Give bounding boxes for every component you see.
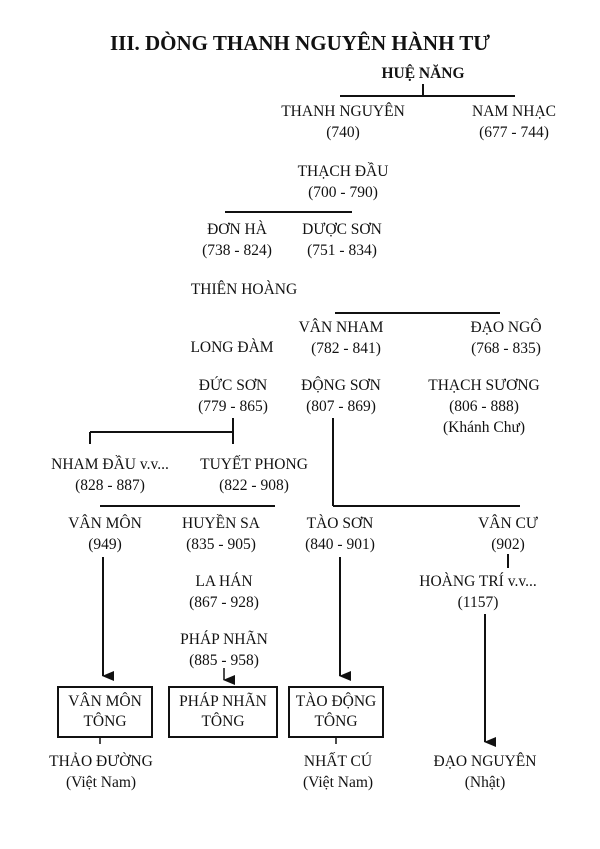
node-nam-nhac-years: (677 - 744) <box>479 124 549 141</box>
node-huyen-sa: HUYỀN SA <box>182 515 260 532</box>
node-don-ha: ĐƠN HÀ <box>207 221 267 238</box>
node-thanh-nguyen: THANH NGUYÊN <box>281 103 405 120</box>
node-duc-son-years: (779 - 865) <box>198 398 268 415</box>
node-duoc-son-years: (751 - 834) <box>307 242 377 259</box>
school-phap-nhan-tong-line1: PHÁP NHÃN <box>179 693 267 710</box>
node-thao-duong-place: (Việt Nam) <box>65 774 137 791</box>
node-tao-son: TÀO SƠN <box>306 515 374 532</box>
diagram-title: III. DÒNG THANH NGUYÊN HÀNH TƯ <box>110 31 490 55</box>
node-dao-ngo: ĐẠO NGÔ <box>470 319 542 336</box>
node-duc-son: ĐỨC SƠN <box>198 377 268 394</box>
node-hoang-tri-years: (1157) <box>457 594 499 611</box>
node-phap-nhan: PHÁP NHÃN <box>180 631 268 648</box>
node-thao-duong: THẢO ĐƯỜNG <box>49 753 153 770</box>
node-la-han: LA HÁN <box>195 573 253 590</box>
node-dao-ngo-years: (768 - 835) <box>471 340 541 357</box>
node-thien-hoang: THIÊN HOÀNG <box>190 281 298 298</box>
node-don-ha-years: (738 - 824) <box>202 242 272 259</box>
node-la-han-years: (867 - 928) <box>189 594 259 611</box>
node-dong-son: ĐỘNG SƠN <box>301 377 381 394</box>
school-box-van-mon-tong: VÂN MÔN TÔNG <box>57 686 153 738</box>
node-nam-nhac: NAM NHẠC <box>472 103 556 120</box>
node-van-cu: VÂN CƯ <box>478 515 538 532</box>
school-tao-dong-tong-line2: TÔNG <box>314 713 358 730</box>
node-van-mon-years: (949) <box>88 536 122 553</box>
node-dong-son-years: (807 - 869) <box>306 398 376 415</box>
school-box-phap-nhan-tong: PHÁP NHÃN TÔNG <box>168 686 278 738</box>
node-nham-dau: NHAM ĐẦU v.v... <box>51 456 169 473</box>
node-thach-suong: THẠCH SƯƠNG <box>428 377 540 394</box>
node-van-nham-years: (782 - 841) <box>311 340 381 357</box>
school-box-tao-dong-tong: TÀO ĐỘNG TÔNG <box>288 686 384 738</box>
node-van-mon: VÂN MÔN <box>68 515 142 532</box>
node-thach-dau: THẠCH ĐẦU <box>297 163 389 180</box>
node-thach-dau-years: (700 - 790) <box>308 184 378 201</box>
node-dao-nguyen: ĐẠO NGUYÊN <box>433 753 537 770</box>
node-long-dam: LONG ĐÀM <box>190 339 274 356</box>
node-van-nham: VÂN NHAM <box>298 319 384 336</box>
school-van-mon-tong-line1: VÂN MÔN <box>68 693 142 710</box>
node-tuyet-phong: TUYẾT PHONG <box>200 456 308 473</box>
school-van-mon-tong-line2: TÔNG <box>83 713 127 730</box>
school-tao-dong-tong-line1: TÀO ĐỘNG <box>295 693 377 710</box>
school-phap-nhan-tong-line2: TÔNG <box>201 713 245 730</box>
node-thach-suong-years: (806 - 888) <box>449 398 519 415</box>
node-tao-son-years: (840 - 901) <box>305 536 375 553</box>
node-nham-dau-years: (828 - 887) <box>75 477 145 494</box>
node-tuyet-phong-years: (822 - 908) <box>219 477 289 494</box>
node-thach-suong-alias: (Khánh Chư) <box>442 419 526 436</box>
node-hoang-tri: HOÀNG TRÍ v.v... <box>419 573 537 590</box>
node-huyen-sa-years: (835 - 905) <box>186 536 256 553</box>
node-phap-nhan-years: (885 - 958) <box>189 652 259 669</box>
node-nhat-cu: NHẤT CÚ <box>303 753 373 770</box>
node-thanh-nguyen-years: (740) <box>326 124 360 141</box>
node-dao-nguyen-place: (Nhật) <box>464 774 506 791</box>
node-hue-nang: HUỆ NĂNG <box>381 65 465 82</box>
node-nhat-cu-place: (Việt Nam) <box>302 774 374 791</box>
node-van-cu-years: (902) <box>491 536 525 553</box>
node-duoc-son: DƯỢC SƠN <box>302 221 382 238</box>
